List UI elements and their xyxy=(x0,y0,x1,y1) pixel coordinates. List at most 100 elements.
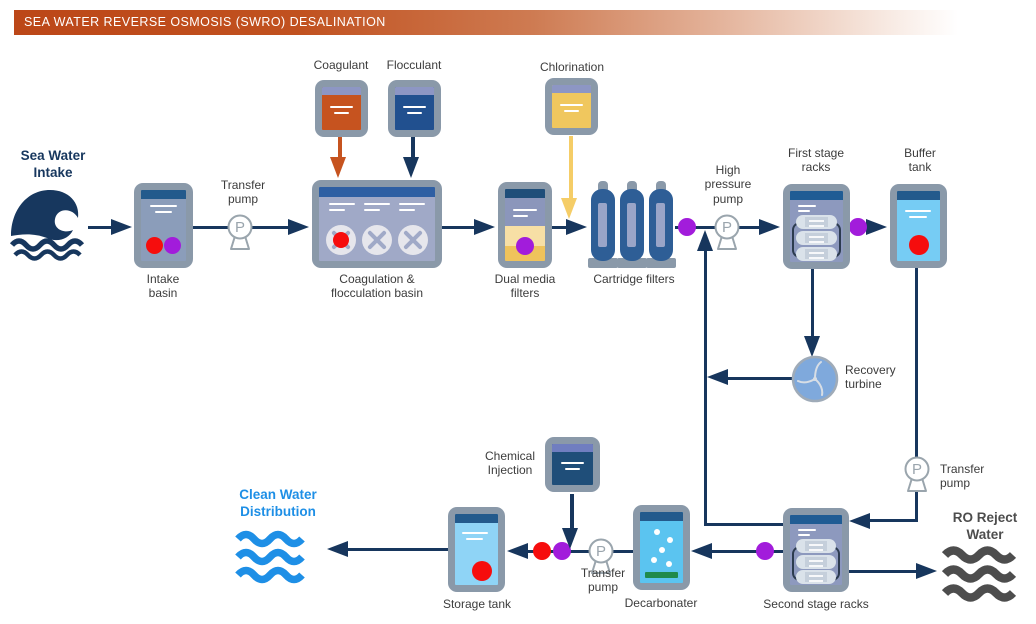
mixer-icon xyxy=(326,225,356,255)
svg-text:P: P xyxy=(722,219,732,236)
membrane-module-icon xyxy=(796,231,837,245)
purple-sample-dot xyxy=(849,218,867,236)
coagulant-tank xyxy=(315,80,368,137)
coagulation-flocculation-basin xyxy=(312,180,442,268)
red-indicator xyxy=(909,235,929,255)
pipe xyxy=(88,226,112,229)
intake-basin-label: Intake basin xyxy=(146,272,180,301)
membrane-module-icon xyxy=(796,555,836,569)
coagulant-dosing-pipe xyxy=(338,137,342,159)
svg-text:P: P xyxy=(912,461,922,478)
chemical-injection-label: Chemical Injection xyxy=(484,449,535,478)
bubble-icon xyxy=(659,547,665,553)
second-stage-racks-label: Second stage racks xyxy=(763,597,869,611)
buffer-tank-label: Buffer tank xyxy=(904,146,936,175)
transfer-pump-2-label: Transfer pump xyxy=(940,462,985,491)
flow-arrow-icon xyxy=(866,219,887,235)
flow-arrow-icon xyxy=(111,219,132,235)
bubble-icon xyxy=(666,561,672,567)
pipe xyxy=(728,377,793,380)
cartridge-filter-vessel xyxy=(620,189,644,261)
transfer-pump-3-label: Transfer pump xyxy=(580,566,626,595)
pipe xyxy=(712,550,783,553)
purple-indicator xyxy=(516,237,534,255)
ro-reject-water-label: RO Reject Water xyxy=(952,510,1018,542)
decarbonater-label: Decarbonater xyxy=(624,596,698,610)
bubble-icon xyxy=(654,529,660,535)
pipe xyxy=(704,523,784,526)
pump-icon: P xyxy=(588,538,614,574)
flow-arrow-icon xyxy=(707,369,728,385)
mixer-icon xyxy=(362,225,392,255)
flocculant-tank xyxy=(388,80,441,137)
flocculant-label: Flocculant xyxy=(386,58,442,72)
cartridge-filter-vessel xyxy=(591,189,615,261)
buffer-tank xyxy=(890,184,947,268)
flow-arrow-icon xyxy=(804,336,820,357)
purple-sample-dot xyxy=(678,218,696,236)
green-level-bar xyxy=(645,572,678,578)
svg-text:P: P xyxy=(235,219,245,236)
flocculant-dosing-arrow-icon xyxy=(403,157,419,178)
sea-wave-icon xyxy=(9,190,85,261)
high-pressure-pump-label: High pressure pump xyxy=(704,163,752,206)
first-stage-racks xyxy=(783,184,850,269)
recovery-turbine-label: Recovery turbine xyxy=(845,363,896,392)
clean-water-distribution-label: Clean Water Distribution xyxy=(239,487,317,519)
transfer-pump-1-label: Transfer pump xyxy=(220,178,266,207)
reject-water-waves-icon xyxy=(941,546,1017,602)
membrane-module-icon xyxy=(796,215,837,229)
chemical-injection-pipe xyxy=(570,494,574,530)
flow-arrow-icon xyxy=(916,563,937,579)
cartridge-filters-label: Cartridge filters xyxy=(593,272,675,286)
pipe xyxy=(528,550,633,553)
pump-icon: P xyxy=(904,456,930,492)
page-title: SEA WATER REVERSE OSMOSIS (SWRO) DESALIN… xyxy=(14,10,958,35)
flow-arrow-icon xyxy=(507,543,528,559)
pipe xyxy=(811,269,814,338)
bubble-icon xyxy=(651,557,657,563)
intake-basin xyxy=(134,183,193,268)
chemical-injection-tank xyxy=(545,437,600,492)
second-stage-racks xyxy=(783,508,849,592)
cartridge-filter-vessel xyxy=(649,189,673,261)
coagulation-basin-label: Coagulation & flocculation basin xyxy=(330,272,424,301)
chemical-injection-arrow-icon xyxy=(562,528,578,549)
flow-arrow-icon xyxy=(849,513,870,529)
chlorination-label: Chlorination xyxy=(539,60,605,74)
chlorination-tank xyxy=(545,78,598,135)
sea-water-intake-label: Sea Water Intake xyxy=(20,148,86,180)
red-sample-dot xyxy=(533,542,551,560)
flocculant-dosing-pipe xyxy=(411,137,415,159)
pump-icon: P xyxy=(227,214,253,250)
membrane-module-icon xyxy=(796,570,836,584)
flow-arrow-icon xyxy=(474,219,495,235)
red-indicator xyxy=(472,561,492,581)
clean-water-waves-icon xyxy=(235,530,305,584)
chlorination-dosing-pipe xyxy=(569,136,573,200)
storage-tank xyxy=(448,507,505,592)
flow-arrow-icon xyxy=(697,230,713,251)
decarbonater xyxy=(633,505,690,590)
red-indicator xyxy=(146,237,163,254)
flow-arrow-icon xyxy=(327,541,348,557)
pipe xyxy=(915,268,918,522)
flow-arrow-icon xyxy=(691,543,712,559)
coagulant-dosing-arrow-icon xyxy=(330,157,346,178)
dual-media-filters xyxy=(498,182,552,268)
dual-media-filters-label: Dual media filters xyxy=(494,272,556,301)
flow-arrow-icon xyxy=(288,219,309,235)
flow-arrow-icon xyxy=(566,219,587,235)
purple-indicator xyxy=(164,237,181,254)
svg-text:P: P xyxy=(596,543,606,560)
chlorination-dosing-arrow-icon xyxy=(561,198,577,219)
pipe xyxy=(552,226,568,229)
pipe xyxy=(869,519,917,522)
pipe xyxy=(348,548,448,551)
pipe xyxy=(704,249,707,526)
pipe xyxy=(442,226,476,229)
coagulant-label: Coagulant xyxy=(313,58,369,72)
pipe xyxy=(849,570,917,573)
purple-sample-dot xyxy=(756,542,774,560)
